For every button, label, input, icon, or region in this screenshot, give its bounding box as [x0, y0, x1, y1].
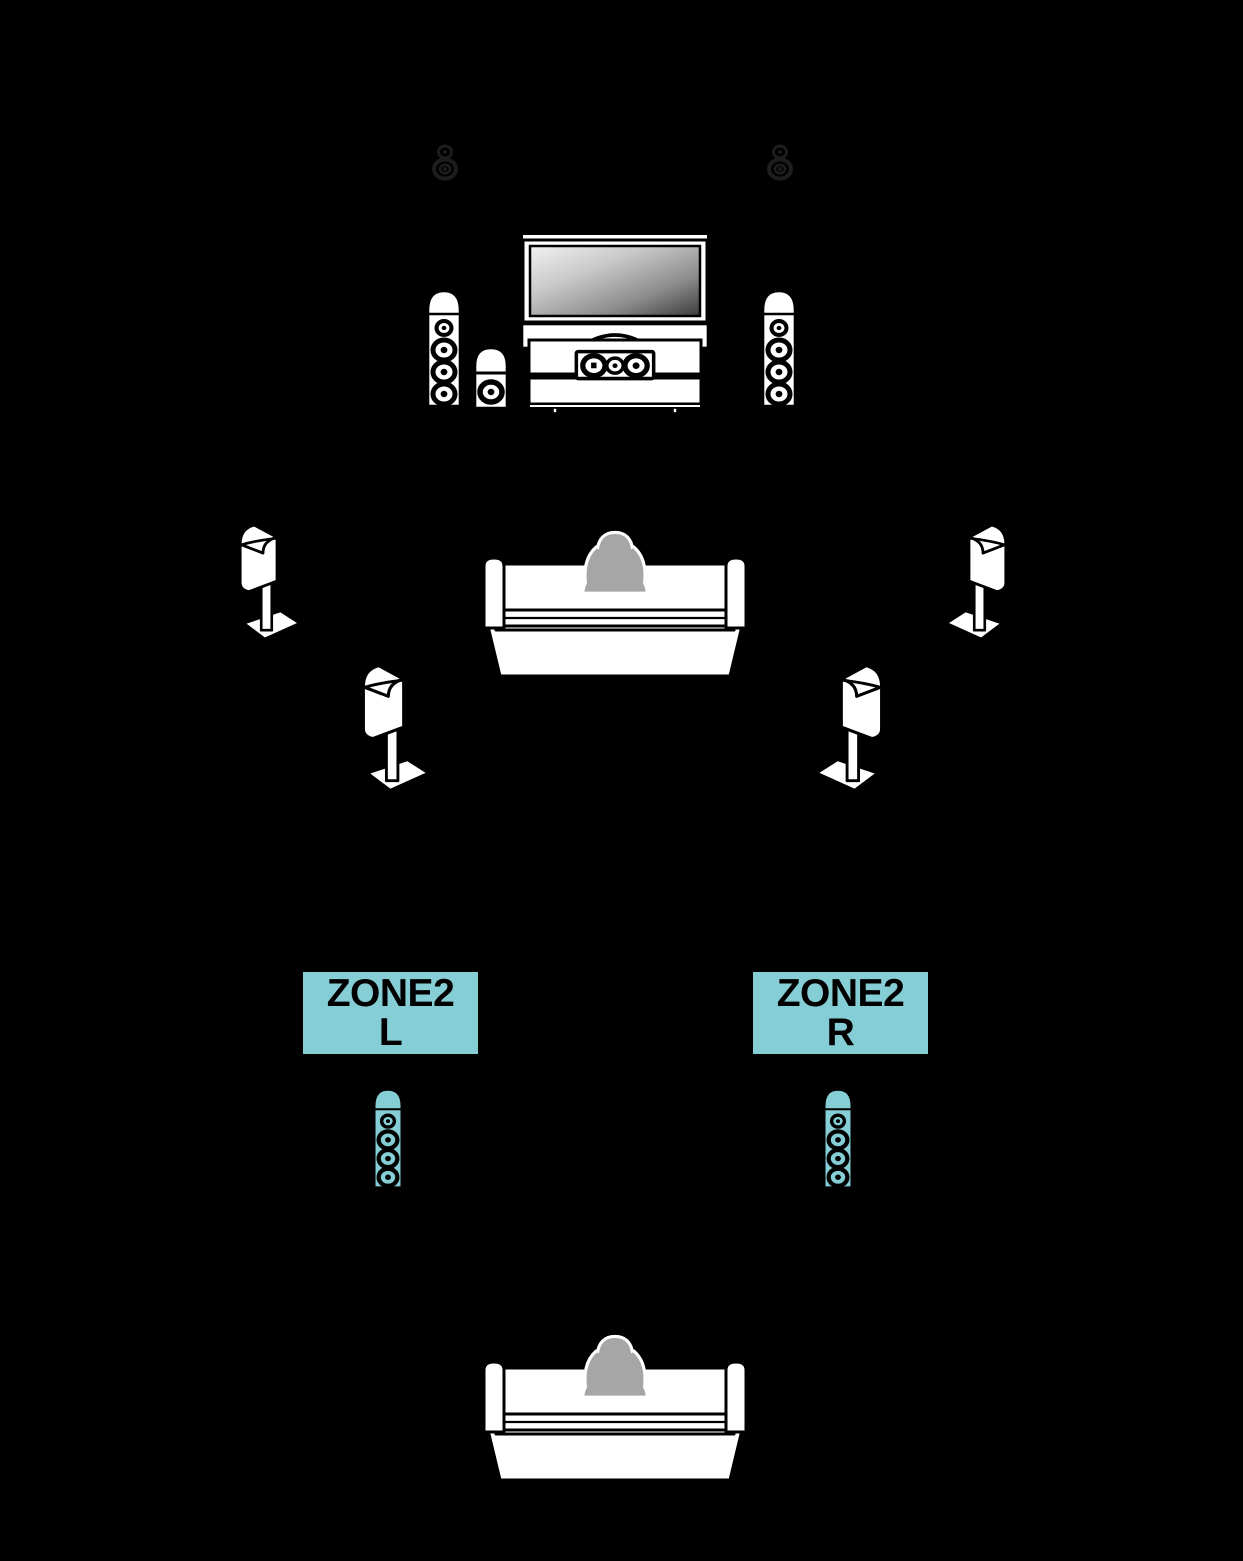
listener-zone2: [570, 1332, 660, 1398]
speaker-ceiling-left[interactable]: [430, 143, 460, 181]
zone2-right-label[interactable]: ZONE2 R: [753, 972, 928, 1054]
speaker-surround-right[interactable]: [928, 518, 1024, 646]
speaker-subwoofer[interactable]: [470, 344, 512, 412]
ceiling-speaker-icon: [765, 143, 795, 181]
zone2-right-label-line2: R: [826, 1011, 855, 1054]
stand-speaker-icon: [347, 658, 445, 798]
tv-icon: [520, 232, 710, 350]
stand-speaker-icon: [800, 658, 898, 798]
zone2-right-label-line1: ZONE2: [776, 972, 905, 1015]
speaker-surround-back-left[interactable]: [347, 658, 445, 798]
zone2-left-label-line2: L: [378, 1011, 403, 1054]
television[interactable]: [520, 232, 710, 350]
listener-main: [570, 528, 660, 594]
speaker-front-right[interactable]: [759, 288, 799, 410]
tower-speaker-icon: [759, 288, 799, 410]
speaker-surround-left[interactable]: [222, 518, 318, 646]
ceiling-speaker-icon: [430, 143, 460, 181]
stand-speaker-icon: [222, 518, 318, 646]
speaker-zone2-right[interactable]: [821, 1078, 855, 1200]
zone2-left-label[interactable]: ZONE2 L: [303, 972, 478, 1054]
center-speaker-icon: [574, 348, 656, 381]
speaker-surround-back-right[interactable]: [800, 658, 898, 798]
person-icon: [570, 1332, 660, 1398]
person-icon: [570, 528, 660, 594]
stand-speaker-icon: [928, 518, 1024, 646]
speaker-center-channel[interactable]: [574, 348, 656, 381]
speaker-front-left[interactable]: [424, 288, 464, 410]
speaker-ceiling-right[interactable]: [765, 143, 795, 181]
speaker-zone2-left[interactable]: [371, 1078, 405, 1200]
tower-speaker-icon: [821, 1078, 855, 1200]
zone2-left-label-line1: ZONE2: [326, 972, 455, 1015]
subwoofer-icon: [470, 344, 512, 412]
tower-speaker-icon: [424, 288, 464, 410]
tower-speaker-icon: [371, 1078, 405, 1200]
